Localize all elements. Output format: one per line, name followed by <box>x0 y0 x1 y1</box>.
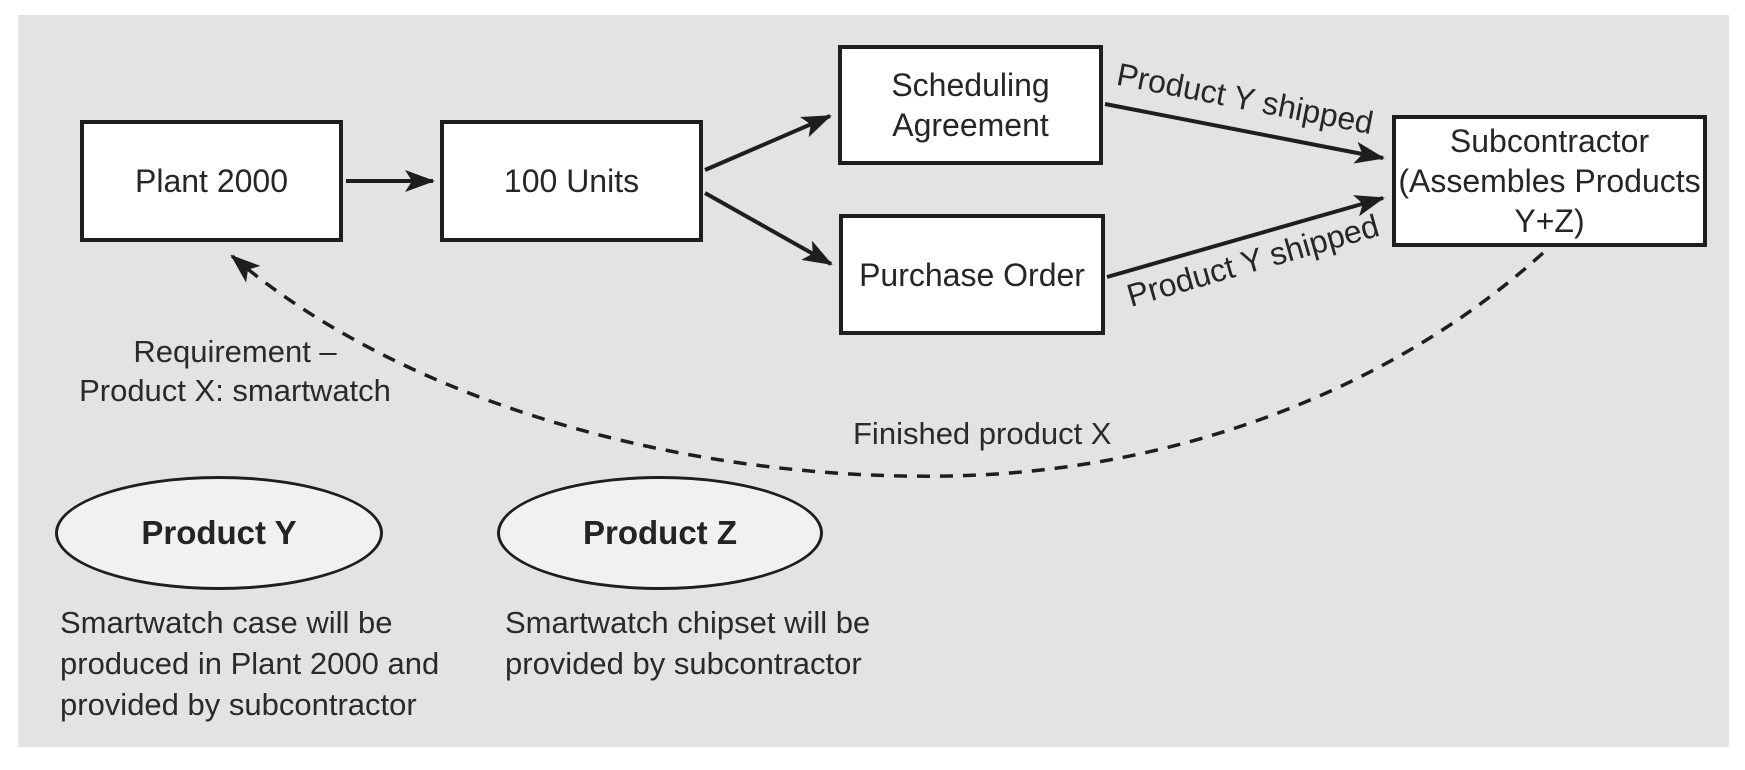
ellipse-product-z-label: Product Z <box>583 514 737 551</box>
node-subcontractor-line1: Subcontractor <box>1449 123 1650 159</box>
dashed-arrow-subcontractor-to-plant <box>230 251 1545 478</box>
ellipse-product-y-label: Product Y <box>141 514 297 551</box>
product-y-description: Smartwatch case will be produced in Plan… <box>60 602 439 725</box>
requirement-annotation: Requirement – Product X: smartwatch <box>60 332 410 410</box>
product-z-description-line1: Smartwatch chipset will be <box>505 605 871 640</box>
node-purchase-order: Purchase Order <box>839 214 1105 335</box>
node-100-units: 100 Units <box>440 120 703 242</box>
edge-label-finished-product-x: Finished product X <box>853 416 1112 451</box>
node-plant-2000: Plant 2000 <box>80 120 343 242</box>
product-y-description-line1: Smartwatch case will be <box>60 605 393 640</box>
product-y-description-line2: produced in Plant 2000 and <box>60 646 440 681</box>
requirement-annotation-line2: Product X: smartwatch <box>79 373 391 408</box>
requirement-annotation-line1: Requirement – <box>133 334 337 369</box>
ellipse-product-z: Product Z <box>497 476 823 590</box>
node-subcontractor: Subcontractor (Assembles Products Y+Z) <box>1392 115 1707 247</box>
arrow-scheduling-to-subcontractor <box>1104 102 1385 164</box>
node-purchase-order-label: Purchase Order <box>859 256 1085 293</box>
node-scheduling-agreement-line1: Scheduling <box>891 67 1050 103</box>
product-y-description-line3: provided by subcontractor <box>60 687 417 722</box>
arrow-units-to-scheduling <box>704 114 832 172</box>
node-plant-2000-label: Plant 2000 <box>134 163 288 199</box>
product-z-description-line2: provided by subcontractor <box>505 646 862 681</box>
node-subcontractor-line3: Y+Z) <box>1514 203 1585 239</box>
node-scheduling-agreement: Scheduling Agreement <box>838 45 1103 165</box>
ellipse-product-y: Product Y <box>55 476 383 590</box>
product-z-description: Smartwatch chipset will be provided by s… <box>505 602 870 684</box>
arrow-purchase-to-subcontractor <box>1106 195 1385 279</box>
node-subcontractor-line2: (Assembles Products <box>1398 163 1701 199</box>
node-100-units-label: 100 Units <box>503 163 640 199</box>
node-scheduling-agreement-line2: Agreement <box>892 107 1049 143</box>
arrow-units-to-purchase <box>704 191 833 266</box>
